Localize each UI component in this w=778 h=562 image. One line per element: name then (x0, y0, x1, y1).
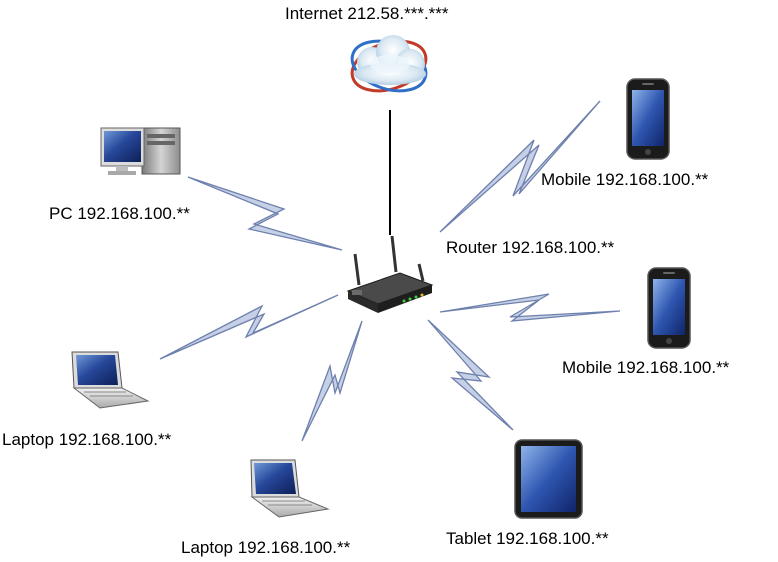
laptop-icon (71, 351, 150, 409)
router-label: Router 192.168.100.** (446, 238, 615, 257)
laptop-label: Laptop 192.168.100.** (181, 538, 351, 557)
pc-label: PC 192.168.100.** (49, 204, 190, 223)
mobile-label: Mobile 192.168.100.** (562, 358, 730, 377)
desktop-pc-icon (100, 127, 181, 175)
wireless-router-icon (346, 235, 434, 313)
smartphone-icon (626, 78, 670, 160)
tablet-icon (514, 439, 583, 519)
tablet-label: Tablet 192.168.100.** (446, 529, 609, 548)
wireless-link-mobile2 (439, 293, 621, 322)
wireless-link-mobile1 (439, 100, 601, 233)
wireless-link-laptop2 (301, 320, 363, 442)
laptop-icon (250, 459, 330, 518)
mobile-label: Mobile 192.168.100.** (541, 170, 709, 189)
internet-label: Internet 212.58.***.*** (285, 4, 449, 23)
laptop-label: Laptop 192.168.100.** (2, 430, 172, 449)
cloud-globe-icon (350, 35, 428, 93)
smartphone-icon (647, 267, 691, 349)
wireless-link-pc (187, 176, 343, 251)
wireless-link-tablet (427, 319, 514, 431)
wireless-link-laptop1 (159, 294, 339, 360)
wireless-links (159, 100, 621, 442)
